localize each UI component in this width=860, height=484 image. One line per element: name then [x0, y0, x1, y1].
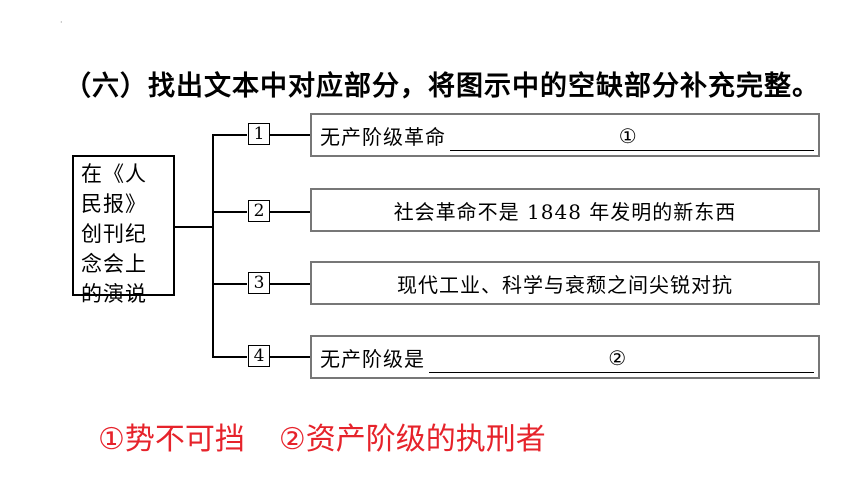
item-box-1: 无产阶级革命 ① [310, 113, 820, 157]
answer-1: ①势不可挡 [98, 422, 245, 457]
source-line: 念会上 [81, 252, 147, 276]
connector-branch-1 [212, 134, 247, 136]
item-text: 社会革命不是 1848 年发明的新东西 [393, 199, 737, 224]
answer-text: ①势不可挡 ②资产阶级的执刑者 [98, 414, 546, 458]
source-box: 在《人 民报》 创刊纪 念会上 的演说 [72, 155, 175, 306]
item-number-1: 1 [248, 123, 270, 145]
blank-label: ② [608, 345, 628, 370]
connector-num-4 [270, 356, 310, 358]
item-number-2: 2 [248, 200, 270, 222]
connector-branch-3 [212, 283, 247, 285]
dot-mark: · [60, 18, 63, 27]
fill-blank-2: ② [429, 346, 814, 373]
connector-branch-4 [212, 356, 247, 358]
item-number-4: 4 [248, 345, 270, 367]
connector-num-1 [270, 134, 310, 136]
source-line: 创刊纪 [81, 222, 147, 246]
answer-2: ②资产阶级的执刑者 [278, 422, 546, 457]
item-text: 无产阶级是 [320, 346, 425, 371]
source-line: 民报》 [81, 192, 147, 216]
item-box-4: 无产阶级是 ② [310, 335, 820, 379]
fill-blank-1: ① [450, 124, 814, 151]
item-text: 无产阶级革命 [320, 124, 446, 149]
source-line: 的演说 [81, 282, 147, 306]
connector-num-3 [270, 283, 310, 285]
connector-num-2 [270, 211, 310, 213]
connector-horizontal [175, 226, 213, 228]
item-text: 现代工业、科学与衰颓之间尖锐对抗 [397, 272, 733, 297]
blank-label: ① [618, 123, 638, 148]
page-title: （六）找出文本中对应部分，将图示中的空缺部分补充完整。 [64, 71, 820, 102]
connector-branch-2 [212, 211, 247, 213]
source-line: 在《人 [81, 162, 147, 186]
item-number-3: 3 [248, 272, 270, 294]
connector-vertical [212, 134, 214, 357]
item-box-2: 社会革命不是 1848 年发明的新东西 [310, 188, 820, 232]
item-box-3: 现代工业、科学与衰颓之间尖锐对抗 [310, 261, 820, 305]
